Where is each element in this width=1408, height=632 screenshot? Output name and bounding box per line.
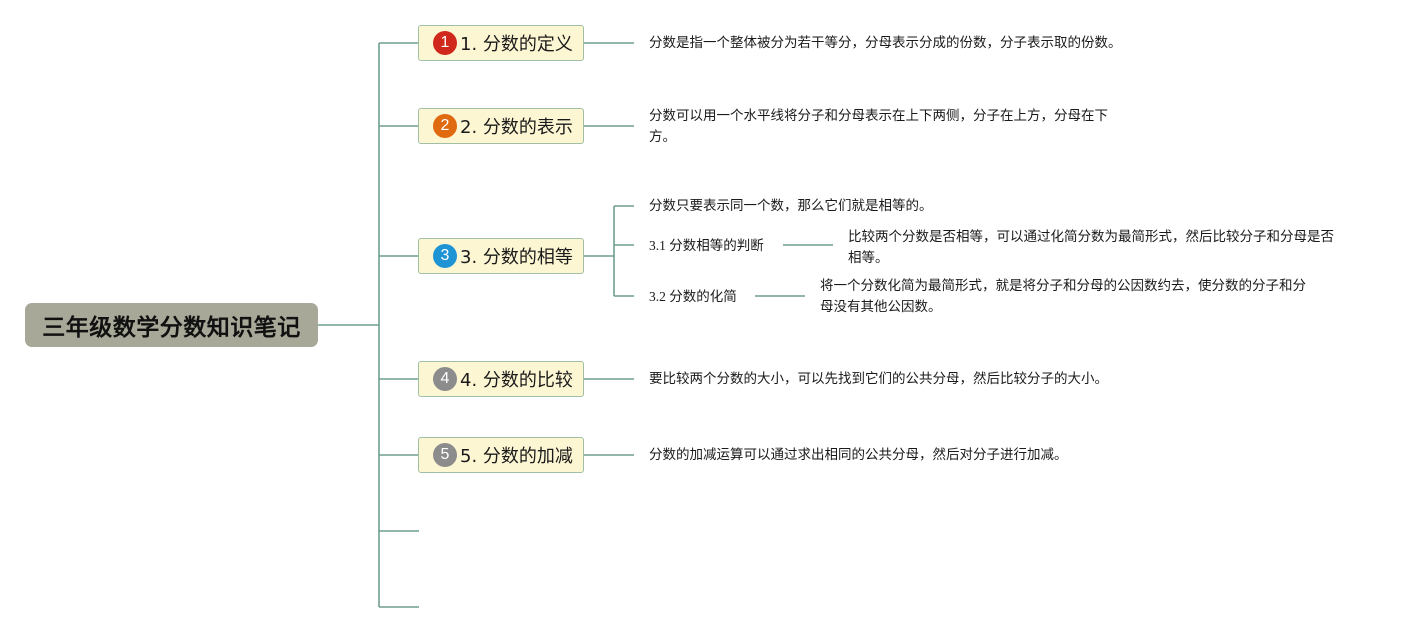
branch-label: 2. 分数的表示 [460, 117, 573, 138]
branch-label: 5. 分数的加减 [460, 446, 573, 467]
priority-5-icon: 5 [433, 443, 457, 467]
subtopic-note: 比较两个分数是否相等，可以通过化简分数为最简形式，然后比较分子和分母是否相等。 [848, 229, 1334, 266]
branch-label: 3. 分数的相等 [460, 247, 573, 268]
branch-equality[interactable]: 3 3. 分数的相等 [418, 238, 584, 274]
branch-label: 1. 分数的定义 [460, 34, 573, 55]
branch-note: 分数只要表示同一个数，那么它们就是相等的。 [649, 198, 933, 214]
branch-label: 4. 分数的比较 [460, 370, 573, 391]
root-title: 三年级数学分数知识笔记 [42, 315, 301, 341]
branch-addition-subtraction[interactable]: 5 5. 分数的加减 [418, 437, 584, 473]
branch-note: 分数的加减运算可以通过求出相同的公共分母，然后对分子进行加减。 [649, 447, 1068, 463]
branch-note: 分数可以用一个水平线将分子和分母表示在上下两侧，分子在上方，分母在下方。 [649, 108, 1108, 145]
priority-3-icon: 3 [433, 244, 457, 268]
subtopic-simplification[interactable]: 3.2 分数的化简 [649, 289, 737, 304]
priority-2-icon: 2 [433, 114, 457, 138]
branch-comparison[interactable]: 4 4. 分数的比较 [418, 361, 584, 397]
branch-definition[interactable]: 1 1. 分数的定义 [418, 25, 584, 61]
subtopic-note: 将一个分数化简为最简形式，就是将分子和分母的公因数约去，使分数的分子和分母没有其… [820, 278, 1306, 315]
priority-4-icon: 4 [433, 367, 457, 391]
branch-representation[interactable]: 2 2. 分数的表示 [418, 108, 584, 144]
branch-note: 分数是指一个整体被分为若干等分，分母表示分成的份数，分子表示取的份数。 [649, 35, 1122, 51]
branch-note: 要比较两个分数的大小，可以先找到它们的公共分母，然后比较分子的大小。 [649, 371, 1108, 387]
subtopic-equality-judgement[interactable]: 3.1 分数相等的判断 [649, 238, 764, 253]
priority-1-icon: 1 [433, 31, 457, 55]
root-topic[interactable]: 三年级数学分数知识笔记 [25, 303, 318, 347]
